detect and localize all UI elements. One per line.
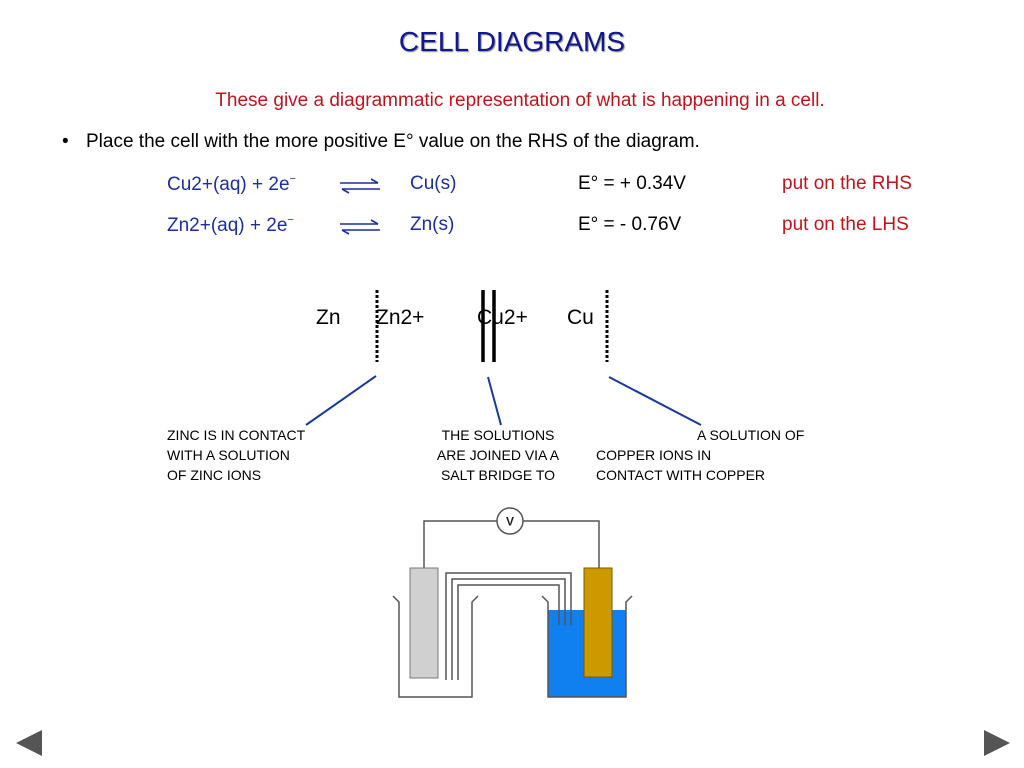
caption-bridge-line-2: ARE JOINED VIA A (436, 447, 560, 463)
salt-bridge-outer (445, 572, 572, 680)
equation-2-potential: E° = - 0.76V (578, 214, 682, 235)
caption-bridge-line-1: THE SOLUTIONS (441, 427, 555, 443)
equation-1-potential: E° = + 0.34V (578, 173, 686, 194)
equation-2-right: Zn(s) (410, 214, 455, 235)
galvanic-cell-illustration: V (392, 507, 633, 698)
notation-cu-ion: Cu2+ (477, 306, 528, 329)
caption-copper-line-1: A SOLUTION OF (697, 427, 805, 443)
equilibrium-arrows-icon (340, 219, 380, 235)
pointer-zinc (305, 375, 377, 426)
equation-1-left: Cu2+(aq) + 2e− (167, 173, 296, 196)
subtitle: These give a diagrammatic representation… (215, 90, 825, 111)
caption-bridge: THE SOLUTIONS ARE JOINED VIA A SALT BRID… (418, 425, 578, 485)
bullet-point: • Place the cell with the more positive E… (62, 131, 700, 153)
caption-zinc-line-3: OF ZINC IONS (167, 467, 262, 483)
wire-right (523, 520, 600, 568)
pointer-copper (608, 376, 702, 426)
caption-copper-line-2: COPPER IONS IN (596, 447, 712, 463)
zinc-beaker (392, 595, 479, 698)
notation-zn-ion: Zn2+ (376, 306, 425, 329)
bullet-text: Place the cell with the more positive E°… (86, 131, 700, 152)
equation-1-note: put on the RHS (782, 173, 912, 194)
notation-cu: Cu (567, 306, 594, 329)
bullet-dot: • (62, 131, 69, 152)
triangle-left-icon[interactable] (16, 730, 42, 756)
equation-2-left-text: Zn2+(aq) + 2e (167, 215, 288, 236)
caption-copper-line-3: CONTACT WITH COPPER (596, 467, 766, 483)
pointer-bridge (487, 376, 502, 426)
salt-bridge-middle (451, 578, 566, 680)
equation-2-left: Zn2+(aq) + 2e− (167, 214, 294, 237)
page-title: CELL DIAGRAMS (398, 26, 626, 57)
equation-1-left-text: Cu2+(aq) + 2e (167, 174, 290, 195)
notation-zn: Zn (316, 306, 341, 329)
wire-left (423, 520, 497, 568)
electron-charge: − (287, 214, 294, 226)
zinc-electrode (409, 567, 439, 679)
voltmeter-icon (496, 507, 524, 535)
triangle-right-icon[interactable] (984, 730, 1010, 756)
voltmeter-label: V (506, 515, 514, 529)
equilibrium-arrows-icon (340, 178, 380, 194)
caption-copper: A SOLUTION OF COPPER IONS IN CONTACT WIT… (596, 425, 804, 485)
caption-bridge-line-3: SALT BRIDGE TO (440, 467, 556, 483)
electron-charge: − (289, 173, 296, 185)
caption-zinc-line-1: ZINC IS IN CONTACT (167, 427, 306, 443)
copper-electrode (583, 567, 613, 678)
caption-zinc: ZINC IS IN CONTACT WITH A SOLUTION OF ZI… (167, 425, 305, 485)
equation-1-right: Cu(s) (410, 173, 457, 194)
copper-beaker (541, 595, 633, 698)
equation-2-note: put on the LHS (782, 214, 909, 235)
salt-bridge-inner (457, 584, 560, 680)
caption-zinc-line-2: WITH A SOLUTION (167, 447, 290, 463)
